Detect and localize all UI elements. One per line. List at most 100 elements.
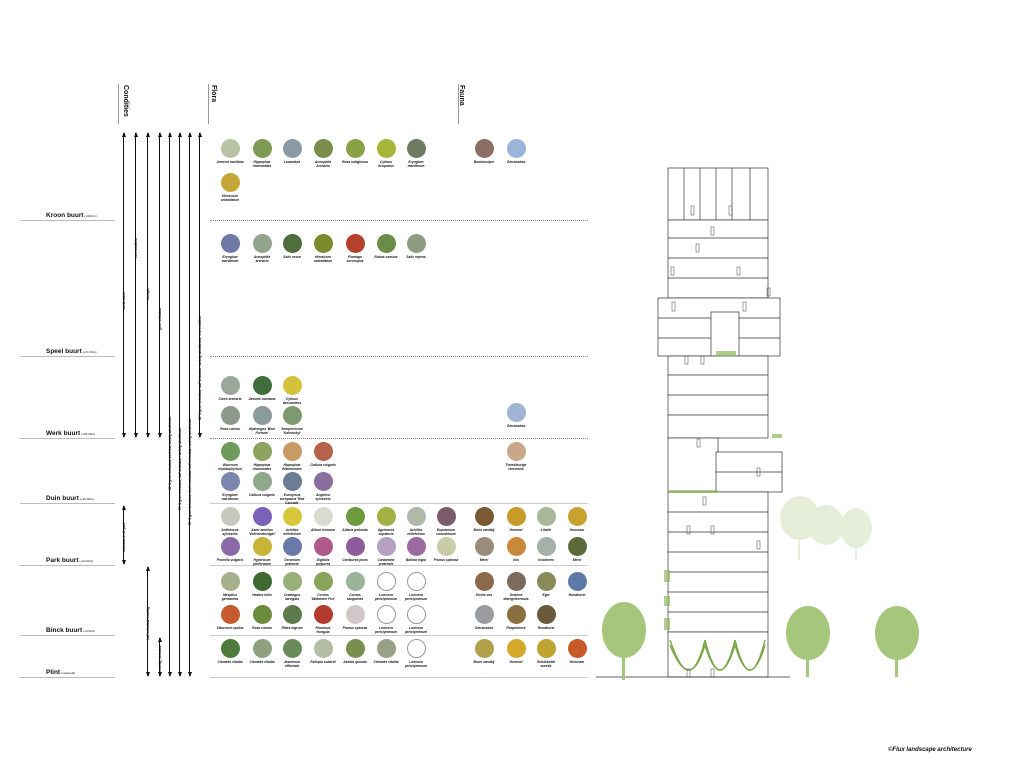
fauna-species: Kleine vos (470, 572, 498, 597)
condition-arrow (157, 132, 162, 438)
flora-species: Hieracium umbellatum (216, 173, 244, 202)
flora-species: Achillea millefolium (278, 507, 306, 536)
floor-line (20, 677, 115, 678)
condition-arrow (157, 637, 162, 677)
floor-line (20, 220, 115, 221)
floor-divider (210, 565, 588, 566)
tower-outline (657, 167, 783, 678)
flora-species: Clematis vitalba (248, 639, 276, 664)
fauna-species: Gehakkelde aurelia (532, 639, 560, 668)
flora-species: Hippophae rhamnoides (248, 139, 276, 168)
flora-species: Hippophae rhamnoides (248, 442, 276, 471)
flora-species: Calluna vulgaris (309, 442, 337, 467)
fauna-species: Gierzwaluw (502, 139, 530, 164)
flora-species: Armeria maritima (216, 139, 244, 164)
flora-species: Salix rosea (278, 234, 306, 259)
flora-header-line (208, 84, 209, 124)
flora-species-placeholder: Lonicera periclymenum (402, 639, 430, 668)
flora-species-placeholder: Lonicera periclymenum (402, 605, 430, 634)
flora-species: Armophila arenaria (248, 234, 276, 263)
flora-species: Achillea millefolium (402, 507, 430, 536)
fauna-species: Merel (470, 537, 498, 562)
flora-species: Sempervivum 'Kalmuckyi' (278, 406, 306, 435)
floor-divider (210, 677, 588, 678)
fauna-species: Tweekleurige vleermuis (502, 442, 530, 471)
flora-species: Clematis vitalba (216, 639, 244, 664)
fauna-header-line (458, 84, 459, 124)
flora-species: Eryngium maritimum (216, 472, 244, 501)
foreground-trees (602, 602, 919, 680)
fauna-species: Koolmees (532, 537, 560, 562)
fauna-species: Vos (502, 537, 530, 562)
flora-species: Eupatorium cannabinum (432, 507, 460, 536)
floor-line (20, 565, 115, 566)
flora-species: Cardamine pratensis (372, 537, 400, 566)
fauna-species: Merel (563, 537, 591, 562)
floor-divider (210, 438, 588, 439)
flora-species: Geranium pratense (278, 537, 306, 566)
flora-species: Clematis vitalba (372, 639, 400, 664)
flora-species: Rhamnus frangula (309, 605, 337, 634)
flora-species: Salix repens (402, 234, 430, 259)
fauna-species: Pimpelmees (502, 605, 530, 630)
flora-species-placeholder: Lonicera periclymenum (372, 572, 400, 601)
facade-climbers (669, 639, 766, 671)
flora-species: Aster amellus 'Veilchenkonigin' (248, 507, 276, 536)
flora-species: Prunus spinosa (341, 605, 369, 630)
flora-species: Angelica sylvestris (309, 472, 337, 501)
flora-species-placeholder: Lonicera periclymenum (372, 605, 400, 634)
fauna-species: Gierzwaluw (470, 605, 498, 630)
flora-species: Ballota nigra (402, 537, 430, 562)
fauna-species: Hommel (502, 507, 530, 532)
floor-divider (210, 635, 588, 636)
floor-label-park: Park buurt(+24.00m) (46, 557, 94, 564)
flora-species: Rosa canina (248, 605, 276, 630)
flora-species: Eryngium maritimum (216, 234, 244, 263)
flora-species: Akebia quinata (341, 639, 369, 664)
flora-species: Hypericum perforatum (248, 537, 276, 566)
flora-species: Armophila Arenaria (309, 139, 337, 168)
flora-species: Hedera helix (248, 572, 276, 597)
flora-species: Carex arenaria (216, 376, 244, 401)
flora-species: Rosa rubiginosa (341, 139, 369, 164)
greenery (664, 351, 782, 630)
flora-species: Cytisus Scoparius (372, 139, 400, 168)
flora-species: Fallopia aubertii (309, 639, 337, 664)
fauna-species: Hoornaar (563, 639, 591, 664)
floor-label-werk: Werk buurt(+50.00m) (46, 430, 95, 437)
condition-arrow (133, 132, 138, 438)
fauna-species: Gierzwaluw (502, 403, 530, 428)
condition-arrow (177, 132, 182, 677)
floor-label-speel: Speel buurt(+71.19m) (46, 348, 97, 355)
fauna-species: Bruin zandbij (470, 507, 498, 532)
fauna-species: Hoornaar (563, 507, 591, 532)
floor-line (20, 503, 115, 504)
conditions-header-line (118, 84, 119, 124)
flora-species-placeholder: Lonicera periclymenum (402, 572, 430, 601)
flora-species: Calluna vulgaris (248, 472, 276, 497)
flora-species: Cornus sanguinea (341, 572, 369, 601)
condition-arrow (145, 132, 150, 438)
fauna-species: Hommel (502, 639, 530, 664)
flora-species: Mespilus germanica (216, 572, 244, 601)
condition-arrow (121, 505, 126, 565)
fauna-species: Roodborst (563, 572, 591, 597)
floor-label-duin: Duin buurt(+36.00m) (46, 495, 94, 502)
floor-divider (210, 220, 588, 221)
flora-species: Hieracium umbellatum (309, 234, 337, 263)
flora-species: Viburnum rhytidophyllum (216, 442, 244, 471)
flora-species: Plantago coronopus (341, 234, 369, 263)
flora-species: Rubus caesius (372, 234, 400, 259)
flora-species: Rosa canina (216, 406, 244, 431)
fauna-species: Gewone dwergvleermuis (502, 572, 530, 601)
condition-arrow (197, 132, 202, 438)
flora-species: Prunella vulgaris (216, 537, 244, 562)
flora-species: Jasione montana (248, 376, 276, 401)
fauna-species: Bruin zandbij (470, 639, 498, 664)
floor-divider (210, 356, 588, 357)
flora-species: Lavandula (278, 139, 306, 164)
flora-species: Alliaria petiolata (341, 507, 369, 532)
flora-species: Hydrangea 'Blue Fortune' (248, 406, 276, 435)
flora-species: Euonymus europaeus 'Red Cascade' (278, 472, 306, 505)
